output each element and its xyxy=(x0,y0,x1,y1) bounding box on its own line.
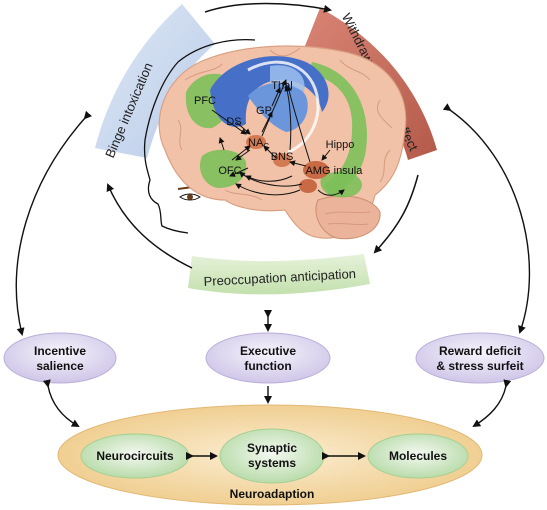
cycle-arrow-top xyxy=(204,2,332,13)
preoccupation-band xyxy=(188,254,370,295)
nac-node xyxy=(246,135,266,149)
ofc-label: OFC xyxy=(218,165,241,177)
arrow-withdrawal-reward xyxy=(442,103,531,334)
head-outline-top xyxy=(177,38,256,63)
neuroadaption-title: Neuroadaption xyxy=(230,487,315,501)
brain-gyri xyxy=(177,47,393,226)
bns-node xyxy=(273,153,291,167)
synaptic-label-1: Synaptic xyxy=(247,441,297,455)
molecules-oval xyxy=(367,433,469,479)
cycle-arrow-right xyxy=(373,174,419,254)
incentive-salience-oval xyxy=(3,332,117,384)
amg-node-lower xyxy=(299,179,317,193)
striatum-blue-inner xyxy=(248,82,308,132)
ofc-region xyxy=(199,149,247,188)
bns-label: BNS xyxy=(271,151,294,163)
binge-band xyxy=(95,4,215,158)
brain-circuit-arrows xyxy=(211,79,345,196)
insula-label: insula xyxy=(334,165,364,177)
reward-label-1: Reward deficit xyxy=(439,344,521,358)
executive-label-2: function xyxy=(244,359,291,373)
incentive-label-1: Incentive xyxy=(34,344,86,358)
arrow-binge-incentive xyxy=(15,110,92,336)
ds-label: DS xyxy=(226,116,241,128)
insula-region xyxy=(320,171,362,198)
amg-label: AMG xyxy=(305,165,330,177)
neurocircuits-label: Neurocircuits xyxy=(96,449,174,463)
nac-label: NAC xyxy=(248,137,269,151)
head-outline xyxy=(143,61,189,234)
cycle-arrow-left xyxy=(106,183,193,269)
arrow-incentive-neuro xyxy=(42,379,80,427)
incentive-label-2: salience xyxy=(36,359,84,373)
thal-region xyxy=(270,65,305,92)
reward-deficit-oval xyxy=(415,332,545,384)
executive-function-oval xyxy=(205,332,331,384)
hippo-label: Hippo xyxy=(326,139,355,151)
amg-node xyxy=(303,161,329,179)
molecules-label: Molecules xyxy=(389,449,447,463)
arrow-reward-neuro xyxy=(472,379,512,428)
reward-label-2: & stress surfeit xyxy=(436,359,523,373)
executive-label-1: Executive xyxy=(240,344,296,358)
thal-label: Thal xyxy=(271,80,292,92)
hippo-band xyxy=(308,62,367,196)
pfc-label: PFC xyxy=(194,95,216,107)
cerebellum xyxy=(315,195,381,240)
synaptic-label-2: systems xyxy=(248,456,296,470)
gp-label: GP xyxy=(256,105,272,117)
